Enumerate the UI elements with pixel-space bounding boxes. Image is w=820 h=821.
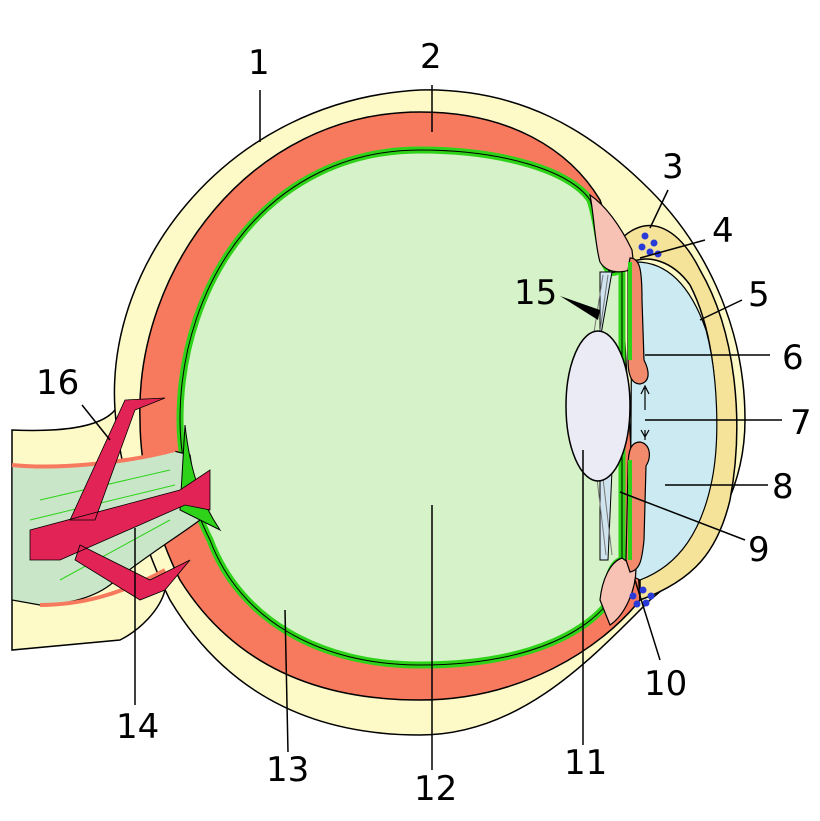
label-9: 9 — [748, 530, 770, 570]
ciliary-body-upper — [589, 193, 635, 273]
canal-dots-upper — [638, 232, 662, 258]
label-14: 14 — [116, 707, 160, 747]
label-2: 2 — [420, 37, 442, 77]
cornea — [619, 224, 738, 602]
leader-lines — [81, 85, 782, 770]
label-15-pointer — [560, 296, 600, 320]
retina — [176, 146, 626, 669]
label-3: 3 — [662, 147, 684, 187]
lens — [565, 330, 631, 482]
pupil-arrows — [640, 384, 650, 440]
label-5: 5 — [748, 275, 770, 315]
aqueous-humor — [629, 261, 718, 581]
label-15: 15 — [514, 273, 558, 313]
label-7: 7 — [790, 403, 812, 443]
iris-upper — [627, 257, 649, 385]
label-1: 1 — [248, 43, 270, 83]
label-13: 13 — [266, 750, 310, 790]
label-12: 12 — [414, 769, 458, 809]
optic-nerve-outer — [11, 448, 176, 607]
central-retinal-vessels — [29, 397, 211, 601]
label-10: 10 — [644, 664, 688, 704]
canal-dots-lower — [629, 586, 655, 608]
label-8: 8 — [772, 467, 794, 507]
label-4: 4 — [712, 211, 734, 251]
label-11: 11 — [564, 743, 608, 783]
label-6: 6 — [782, 338, 804, 378]
label-16: 16 — [36, 363, 80, 403]
